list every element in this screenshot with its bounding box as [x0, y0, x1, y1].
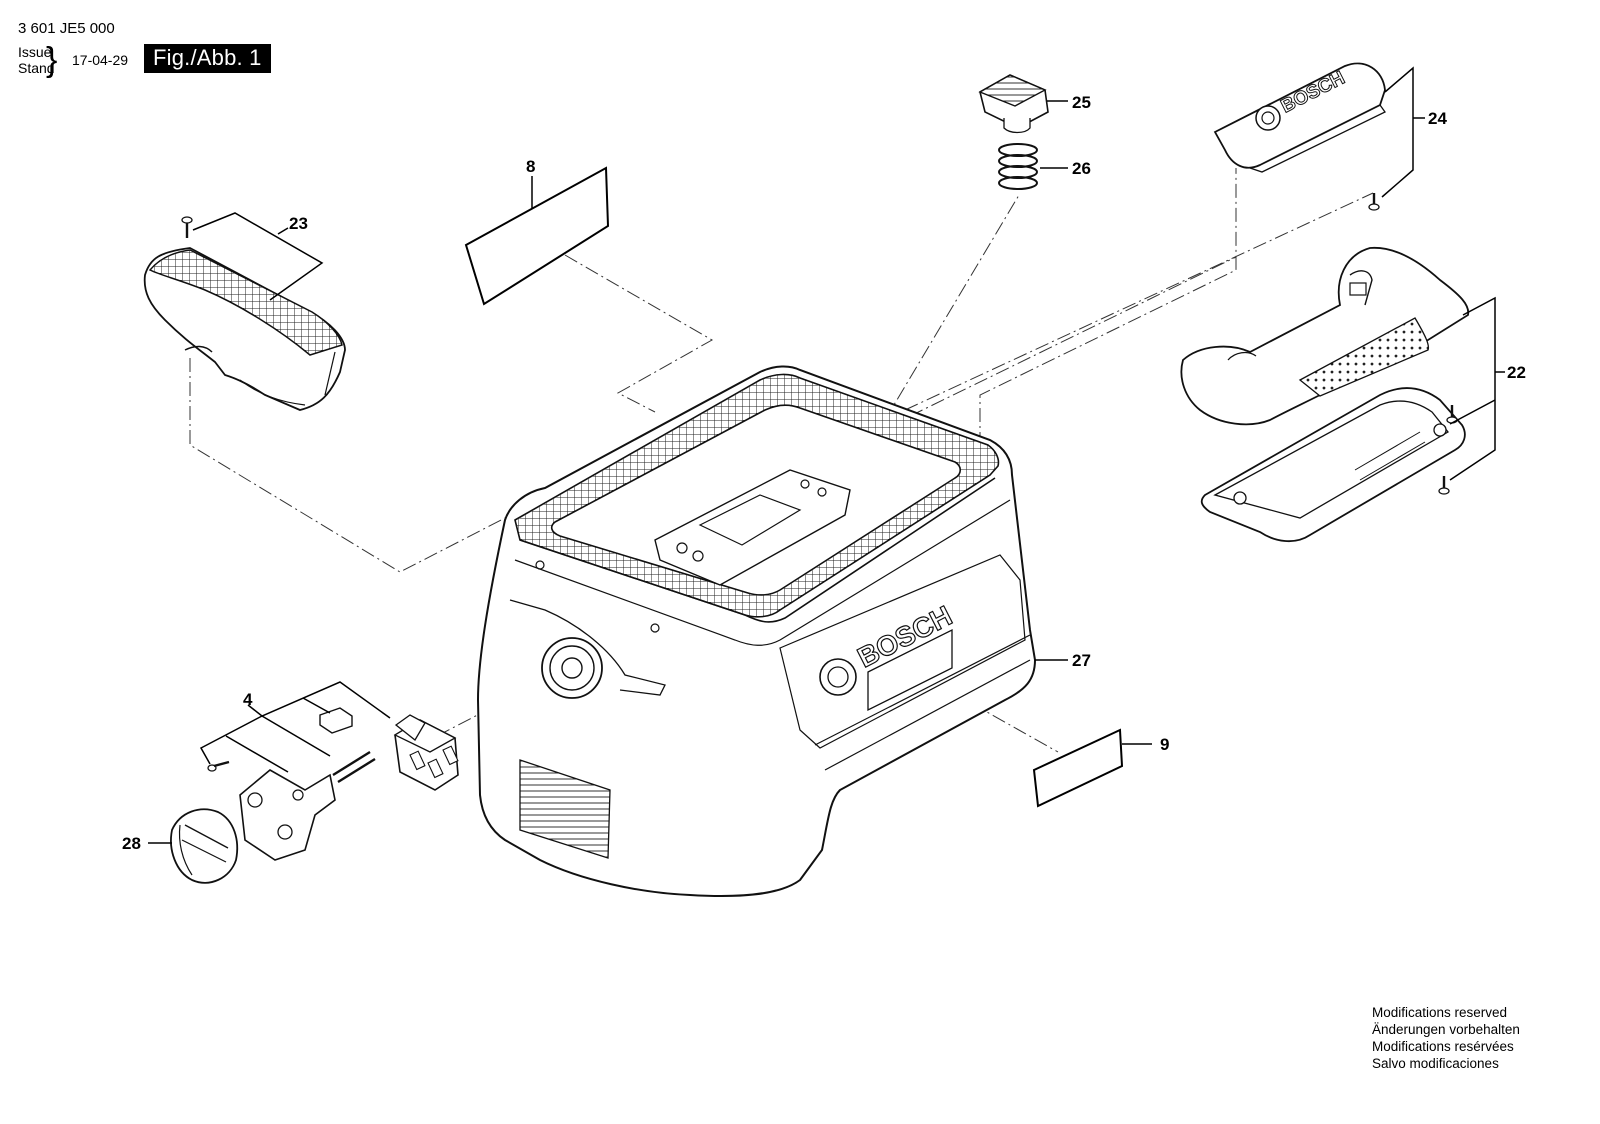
issue-date: 17-04-29	[72, 52, 129, 68]
footer-line-de: Änderungen vorbehalten	[1372, 1022, 1520, 1037]
stand-label: Stand	[18, 60, 55, 76]
issue-label: Issue	[18, 44, 52, 60]
callout-23: 23	[289, 214, 308, 233]
footer-line-en: Modifications reserved	[1372, 1005, 1508, 1020]
callout-4: 4	[243, 690, 253, 709]
brace-glyph: }	[46, 41, 58, 79]
figure-label: Fig./Abb. 1	[144, 44, 271, 73]
callout-25: 25	[1072, 93, 1091, 112]
callout-26: 26	[1072, 159, 1091, 178]
callout-leaders	[148, 66, 1505, 844]
footer-line-es: Salvo modificaciones	[1372, 1056, 1499, 1071]
part-25-button	[978, 74, 1049, 134]
callout-24: 24	[1428, 109, 1447, 128]
part-22-handle-assembly	[1180, 247, 1470, 542]
callout-numbers: 8 23 25 26 24 22 27 4 9 28	[122, 93, 1526, 853]
part-9-label	[1032, 728, 1124, 808]
part-8-label	[464, 166, 610, 306]
part-number: 3 601 JE5 000	[18, 20, 115, 37]
issue-stand-label: Issue Stand	[18, 44, 55, 76]
part-23-front-cover	[143, 216, 346, 411]
footer-line-fr: Modifications resérvées	[1372, 1039, 1514, 1054]
callout-28: 28	[122, 834, 141, 853]
callout-9: 9	[1160, 735, 1169, 754]
part-26-spring	[998, 143, 1038, 190]
part-4-switch-assembly	[207, 707, 459, 861]
callout-8: 8	[526, 157, 535, 176]
callout-27: 27	[1072, 651, 1091, 670]
callout-22: 22	[1507, 363, 1526, 382]
modifications-notice: Modifications reserved Änderungen vorbeh…	[1372, 1004, 1520, 1072]
part-28-knob	[170, 808, 239, 884]
part-24-handle-cover: BOSCH	[1213, 62, 1386, 211]
part-27-housing: BOSCH	[476, 365, 1037, 898]
